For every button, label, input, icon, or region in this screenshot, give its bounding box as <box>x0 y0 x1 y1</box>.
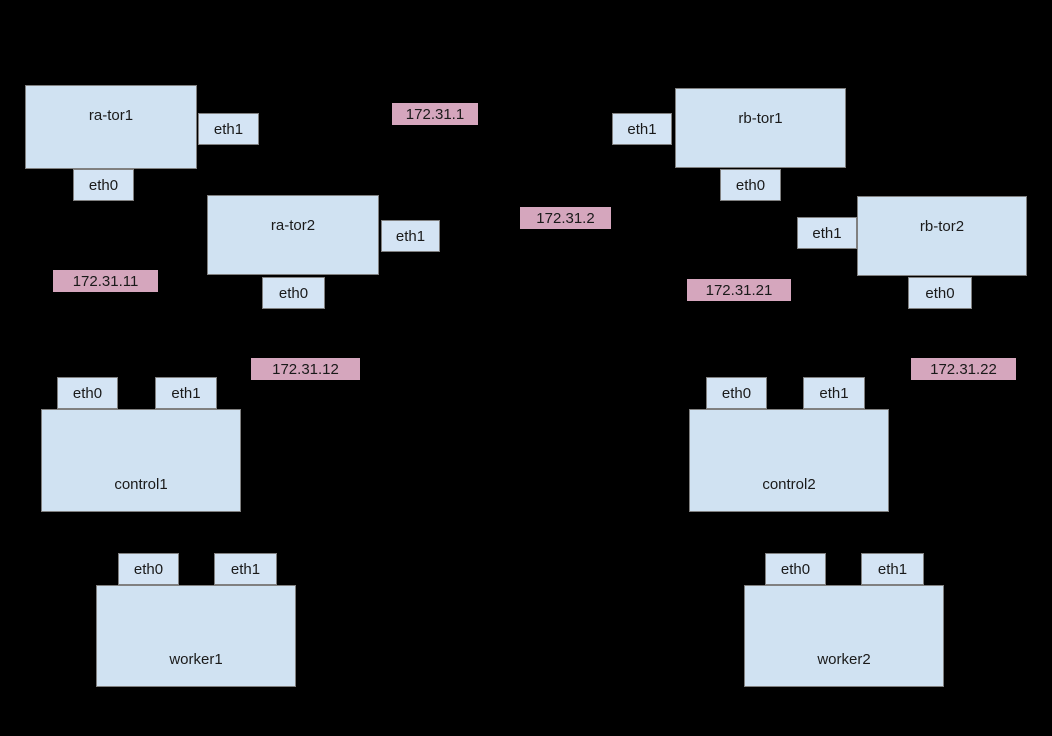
port-label: eth0 <box>721 384 752 402</box>
net-label-net-172-31-11: 172.31.11 <box>53 270 158 292</box>
port-rb-tor2-eth1[interactable]: eth1 <box>797 217 857 249</box>
net-label-text: 172.31.21 <box>705 281 773 299</box>
node-label: worker1 <box>169 650 223 668</box>
node-label: rb-tor1 <box>738 110 783 127</box>
port-rb-tor1-eth1[interactable]: eth1 <box>612 113 672 145</box>
net-label-net-172-31-12: 172.31.12 <box>251 358 360 380</box>
net-label-net-172-31-1: 172.31.1 <box>392 103 478 125</box>
node-control2[interactable]: control2 <box>689 409 889 512</box>
node-label: control1 <box>114 475 168 493</box>
node-label: ra-tor1 <box>88 107 134 124</box>
port-label: eth0 <box>735 176 766 194</box>
port-ra-tor1-eth0[interactable]: eth0 <box>73 169 134 201</box>
node-worker2[interactable]: worker2 <box>744 585 944 687</box>
node-label: ra-tor2 <box>270 217 316 234</box>
port-worker1-eth0[interactable]: eth0 <box>118 553 179 585</box>
port-control2-eth1[interactable]: eth1 <box>803 377 865 409</box>
port-label: eth0 <box>133 560 164 578</box>
port-worker1-eth1[interactable]: eth1 <box>214 553 277 585</box>
port-ra-tor2-eth0[interactable]: eth0 <box>262 277 325 309</box>
net-label-text: 172.31.11 <box>72 272 139 290</box>
port-rb-tor2-eth0[interactable]: eth0 <box>908 277 972 309</box>
net-label-text: 172.31.2 <box>536 209 595 227</box>
net-label-net-172-31-2: 172.31.2 <box>520 207 611 229</box>
port-label: eth0 <box>72 384 103 402</box>
node-ra-tor2[interactable]: ra-tor2 <box>207 195 379 275</box>
port-label: eth1 <box>627 120 657 138</box>
node-control1[interactable]: control1 <box>41 409 241 512</box>
port-label: eth0 <box>925 284 955 302</box>
node-rb-tor1[interactable]: rb-tor1 <box>675 88 846 168</box>
port-rb-tor1-eth0[interactable]: eth0 <box>720 169 781 201</box>
port-label: eth1 <box>877 560 908 578</box>
node-worker1[interactable]: worker1 <box>96 585 296 687</box>
port-label: eth1 <box>230 560 261 578</box>
node-label: control2 <box>762 475 816 493</box>
port-label: eth1 <box>819 384 849 402</box>
port-control2-eth0[interactable]: eth0 <box>706 377 767 409</box>
port-label: eth0 <box>88 176 119 194</box>
net-label-text: 172.31.12 <box>272 360 339 378</box>
net-label-net-172-31-21: 172.31.21 <box>687 279 791 301</box>
port-control1-eth1[interactable]: eth1 <box>155 377 217 409</box>
node-label: worker2 <box>817 650 871 668</box>
port-worker2-eth1[interactable]: eth1 <box>861 553 924 585</box>
port-label: eth1 <box>213 120 244 138</box>
net-label-text: 172.31.22 <box>930 360 997 378</box>
node-rb-tor2[interactable]: rb-tor2 <box>857 196 1027 276</box>
node-ra-tor1[interactable]: ra-tor1 <box>25 85 197 169</box>
port-ra-tor2-eth1[interactable]: eth1 <box>381 220 440 252</box>
port-label: eth1 <box>171 384 201 402</box>
port-worker2-eth0[interactable]: eth0 <box>765 553 826 585</box>
port-label: eth1 <box>395 227 426 245</box>
port-ra-tor1-eth1[interactable]: eth1 <box>198 113 259 145</box>
node-label: rb-tor2 <box>919 218 965 235</box>
port-label: eth1 <box>812 224 842 242</box>
port-control1-eth0[interactable]: eth0 <box>57 377 118 409</box>
port-label: eth0 <box>278 284 309 302</box>
net-label-text: 172.31.1 <box>405 105 465 123</box>
net-label-net-172-31-22: 172.31.22 <box>911 358 1016 380</box>
port-label: eth0 <box>780 560 811 578</box>
